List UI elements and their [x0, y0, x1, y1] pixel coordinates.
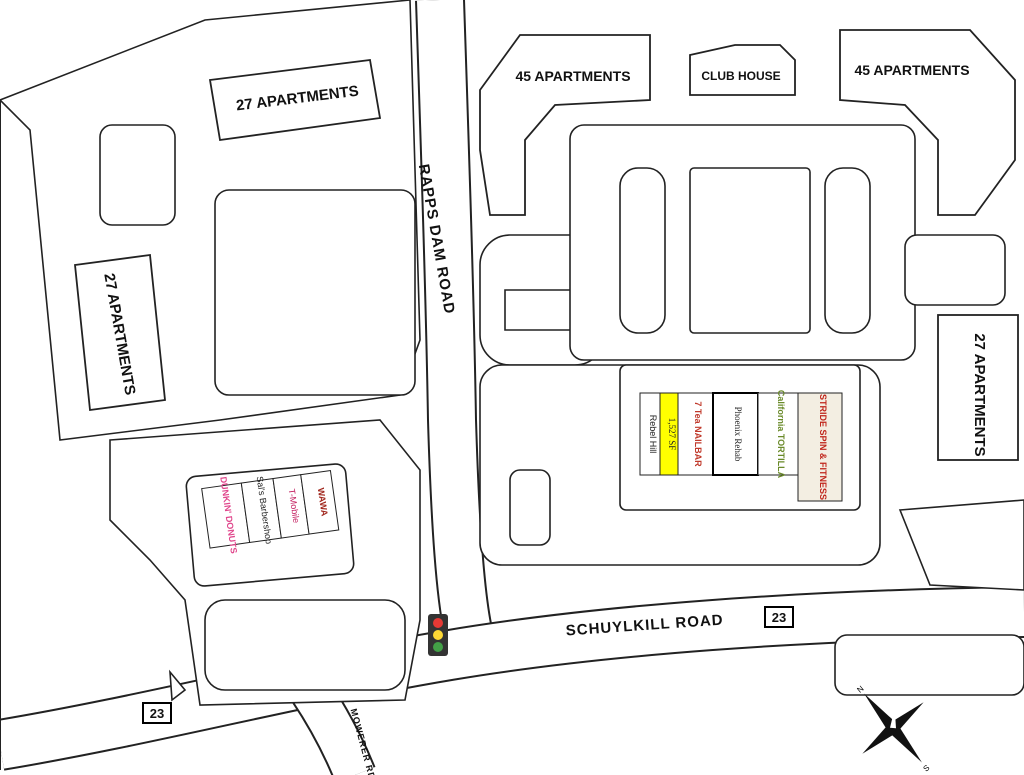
building-27-apartments-top-left [208, 59, 382, 142]
buildings: 27 APARTMENTS 27 APARTMENTS 27 APARTMENT… [74, 29, 1019, 461]
svg-text:WAWA: WAWA [316, 487, 330, 517]
building-45-apartments-mid [479, 34, 651, 216]
svg-text:Phoenix Rehab: Phoenix Rehab [733, 407, 743, 462]
traffic-light-icon [428, 614, 448, 656]
route-23-shield-left: 23 [142, 702, 172, 724]
tenant-7-tea-nailbar [677, 392, 714, 476]
left-retail-strip: DUNKIN' DONUTS Sal's Barbershop T-Mobile… [201, 469, 340, 554]
svg-text:7 Tea NAILBAR: 7 Tea NAILBAR [693, 401, 703, 467]
svg-text:1,527 SF: 1,527 SF [667, 418, 677, 451]
svg-text:California TORTILLA: California TORTILLA [776, 390, 786, 479]
svg-text:23: 23 [150, 706, 164, 721]
label-club-house: CLUB HOUSE [701, 69, 780, 83]
svg-text:T-Mobile: T-Mobile [287, 488, 302, 524]
compass-north: N [855, 684, 865, 695]
label-45-apartments-right: 45 APARTMENTS [854, 62, 969, 78]
building-club-house [689, 44, 796, 96]
tenant-phoenix-rehab [712, 392, 759, 476]
compass-south: S [922, 763, 932, 773]
svg-text:STRIDE SPIN & FITNESS: STRIDE SPIN & FITNESS [818, 394, 828, 500]
label-27-apartments-right: 27 APARTMENTS [971, 333, 988, 456]
building-45-apartments-right [839, 29, 1016, 216]
svg-text:23: 23 [772, 610, 786, 625]
svg-text:Rebel Hill: Rebel Hill [648, 415, 658, 454]
tenant-wawa [300, 469, 340, 535]
compass-rose-icon: N S [855, 684, 932, 774]
label-45-apartments-mid: 45 APARTMENTS [515, 68, 630, 84]
building-27-apartments-left [74, 253, 166, 412]
building-27-apartments-right [937, 314, 1019, 461]
tenant-stride-spin-fitness [797, 392, 843, 502]
right-retail-strip: Rebel Hill 1,527 SF 7 Tea NAILBAR Phoeni… [639, 390, 843, 502]
route-23-shield-right: 23 [764, 606, 794, 628]
